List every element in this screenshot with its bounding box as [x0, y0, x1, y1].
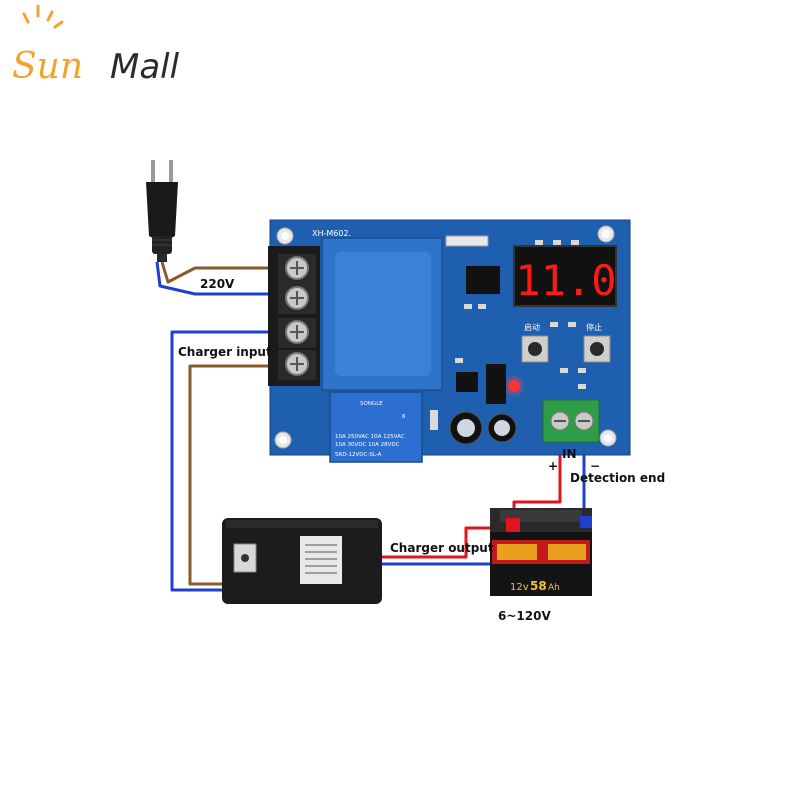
car-battery: 12v 58 Ah: [490, 508, 592, 596]
start-button-cap: [528, 342, 542, 356]
board-model-label: XH-M602.: [312, 229, 351, 238]
start-button-label: 启动: [524, 322, 540, 332]
status-led: [508, 380, 520, 392]
mains-wire-blue: [155, 261, 282, 296]
brand-sun-text: Sun: [12, 46, 83, 87]
mains-wire-brown: [160, 261, 282, 284]
brand-logo: Sun Mall: [12, 4, 180, 87]
detection-terminal: [542, 399, 600, 443]
brand-mall-text: Mall: [110, 47, 180, 87]
charger-input-label: Charger input: [178, 345, 272, 359]
transistor: [486, 364, 506, 404]
header-pins: [445, 235, 489, 247]
terminal-minus: −: [590, 459, 600, 473]
sun-rays-icon: [22, 4, 64, 29]
power-plug-icon: [146, 160, 178, 262]
charger-input-wire-blue: [170, 330, 282, 592]
screw-terminal-block: [268, 246, 320, 386]
screw-terminal: [278, 350, 316, 380]
charger-output-wire-red: [378, 526, 512, 559]
display-reading: 11.0: [515, 256, 616, 305]
transistor: [456, 372, 478, 392]
terminal-plus: +: [548, 459, 558, 473]
relay-rating-1: 10A 250VAC 10A 125VAC: [335, 434, 405, 440]
battery-terminal-positive: [506, 518, 520, 532]
battery-range-label: 6~120V: [498, 609, 551, 623]
transformer: [321, 237, 443, 391]
charger-output-label: Charger output: [390, 541, 494, 555]
mains-voltage-label: 220V: [200, 277, 235, 291]
battery-terminal-negative: [580, 516, 592, 528]
battery-voltage: 12v: [510, 582, 529, 593]
relay-number: 6: [402, 414, 406, 420]
relay: SONGLE 6 10A 250VAC 10A 125VAC 10A 30VDC…: [329, 391, 423, 463]
charger-label-sticker: [300, 536, 342, 584]
terminal-in: IN: [562, 447, 577, 461]
battery-unit: Ah: [548, 583, 560, 593]
battery-charger: [222, 518, 382, 604]
screw-terminal: [278, 318, 316, 348]
stop-button-label: 停止: [586, 322, 602, 332]
relay-model: SRD-12VDC-SL-A: [335, 452, 382, 458]
control-board: XH-M602.: [268, 219, 631, 463]
charger-input-wire-brown: [188, 364, 282, 586]
ic-chip: [466, 266, 500, 294]
relay-brand: SONGLE: [360, 401, 383, 407]
relay-rating-2: 10A 30VDC 10A 28VDC: [335, 442, 400, 448]
wires: [155, 261, 590, 592]
screw-terminal: [278, 284, 316, 314]
detection-end-label: Detection end: [570, 471, 665, 485]
battery-capacity: 58: [530, 579, 547, 593]
stop-button-cap: [590, 342, 604, 356]
smd-components: [430, 240, 586, 430]
screw-terminal: [278, 254, 316, 284]
voltage-display: 11.0: [513, 245, 617, 307]
